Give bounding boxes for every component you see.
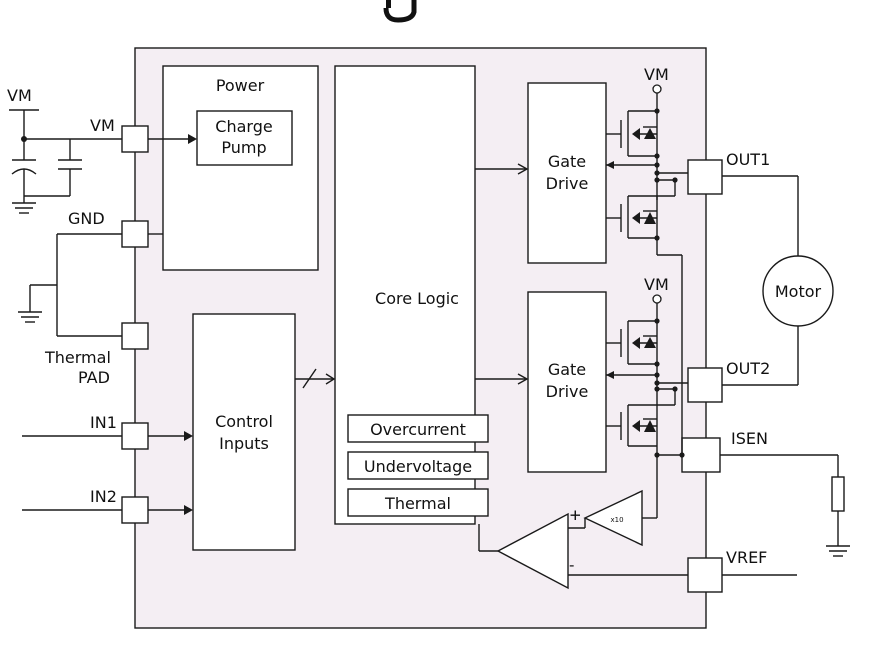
- gate-drive-2-label-2: Drive: [546, 382, 589, 401]
- gate-drive-2-block: [527, 291, 607, 473]
- motor-wiring: [722, 175, 799, 386]
- sense-resistor: [720, 454, 850, 557]
- gate-drive-1-label-1: Gate: [548, 152, 586, 171]
- pin-label-pad: PAD: [78, 368, 110, 387]
- control-inputs-label-1: Control: [215, 412, 273, 431]
- pin-vm: [121, 125, 149, 153]
- charge-pump-block: [196, 110, 293, 166]
- vm-supply-network: [9, 109, 122, 214]
- pin-label-gnd: GND: [68, 209, 105, 228]
- pin-label-out1: OUT1: [726, 150, 770, 169]
- core-logic-block: [334, 65, 476, 525]
- supply-label-vm-mid: VM: [644, 275, 669, 294]
- control-inputs-block: [192, 313, 296, 551]
- cropped-title-fragment: [383, 0, 417, 23]
- control-inputs-label-2: Inputs: [219, 434, 269, 453]
- core-logic-label: Core Logic: [375, 289, 459, 308]
- out2-node: [606, 361, 688, 518]
- amp-plus-label: +: [569, 506, 582, 524]
- pin-label-in1: IN1: [90, 413, 117, 432]
- pin-label-out2: OUT2: [726, 359, 770, 378]
- vm-to-charge-pump: [148, 134, 197, 144]
- comparator: [478, 512, 797, 590]
- pin-in2: [121, 496, 149, 524]
- pin-label-vm-supply: VM: [7, 86, 32, 105]
- motor-symbol: [762, 255, 834, 327]
- comp-plus-label: +: [569, 506, 582, 524]
- charge-pump-label-1: Charge: [215, 117, 272, 136]
- power-block: [162, 65, 319, 271]
- gnd-network: [18, 233, 163, 337]
- pin-label-isen: ISEN: [731, 429, 768, 448]
- gate-drive-1-label-2: Drive: [546, 174, 589, 193]
- core-to-gate-drive: [475, 163, 529, 385]
- amp-gain-label: x10: [610, 516, 623, 524]
- comp-minus-label: -: [569, 556, 574, 574]
- undervoltage-block: [347, 451, 489, 480]
- pin-in1: [121, 422, 149, 450]
- pin-label-vref: VREF: [726, 548, 767, 567]
- pin-vref: [687, 557, 723, 593]
- overcurrent-block: [347, 414, 489, 443]
- thermal-label: Thermal: [384, 494, 451, 513]
- cropped-title-fragment-2: [386, 0, 391, 8]
- power-label: Power: [216, 76, 265, 95]
- pin-label-in2: IN2: [90, 487, 117, 506]
- pin-label-vm: VM: [90, 116, 115, 135]
- charge-pump-label-2: Pump: [221, 138, 266, 157]
- pin-thermal-pad: [121, 322, 149, 350]
- thermal-block: [347, 488, 489, 517]
- high-side-fet-2: [606, 294, 662, 405]
- sense-amplifier: [583, 489, 657, 547]
- low-side-fet-1: [606, 195, 660, 241]
- pin-out1: [687, 159, 723, 195]
- pin-label-thermal: Thermal: [44, 348, 111, 367]
- control-bus: [295, 368, 336, 389]
- overcurrent-label: Overcurrent: [370, 420, 466, 439]
- undervoltage-label: Undervoltage: [364, 457, 472, 476]
- motor-label: Motor: [775, 282, 822, 301]
- pin-isen: [681, 437, 721, 473]
- input-wires: [22, 431, 193, 515]
- low-side-fet-2: [606, 404, 658, 455]
- supply-label-vm-top: VM: [644, 65, 669, 84]
- gate-drive-2-label-1: Gate: [548, 360, 586, 379]
- pin-out2: [687, 367, 723, 403]
- pin-gnd: [121, 220, 149, 248]
- gate-drive-1-block: [527, 82, 607, 264]
- out1-node: [606, 153, 688, 455]
